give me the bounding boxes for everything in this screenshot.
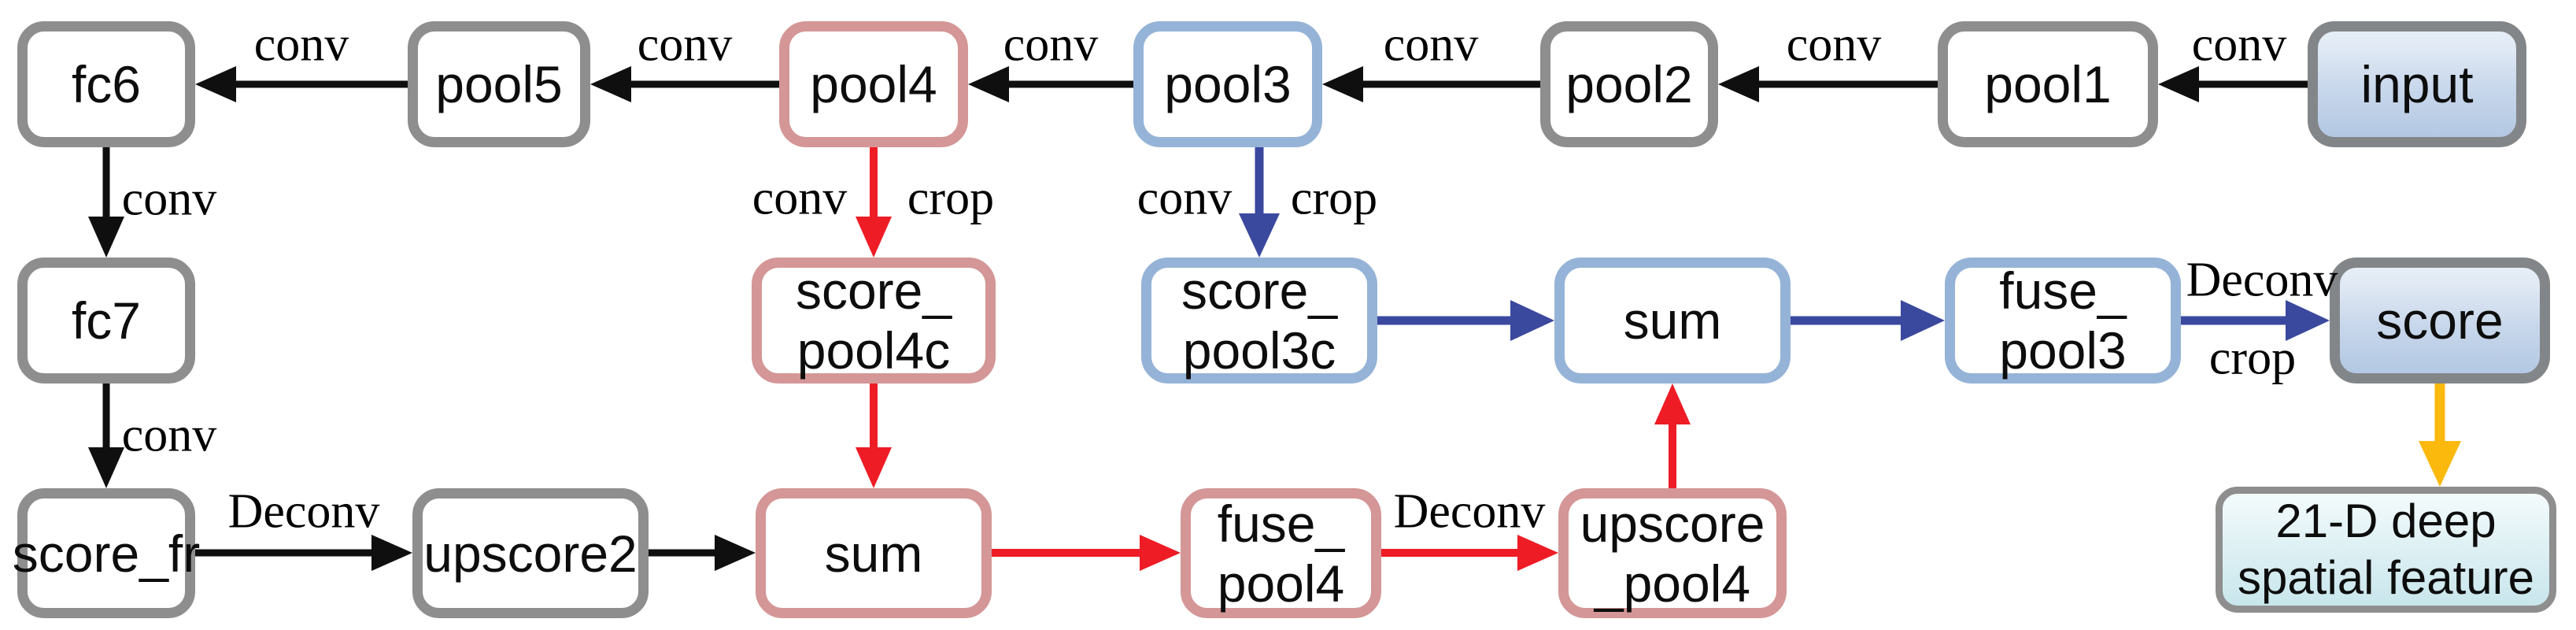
node-deep_feature: 21-D deep spatial feature — [2216, 487, 2556, 613]
node-label-fuse_pool4: fuse_ pool4 — [1217, 494, 1345, 613]
node-label-pool4: pool4 — [810, 55, 937, 113]
node-label-pool1: pool1 — [1984, 55, 2112, 113]
edge-label-14-deconv: Deconv — [2186, 253, 2338, 307]
edge-label-9-conv: conv — [752, 171, 848, 225]
edge-label-1-conv: conv — [1786, 17, 1882, 72]
node-label-deep_feature: 21-D deep spatial feature — [2238, 495, 2534, 604]
arrow-upscore-pool4-to-sum-mid — [1654, 384, 1691, 488]
node-sum_mid: sum — [1554, 258, 1791, 384]
edge-label-6-conv: conv — [121, 172, 217, 226]
arrow-sum-to-fuse-pool4 — [992, 535, 1181, 571]
arrow-score-fr-to-upscore2 — [195, 535, 412, 571]
node-label-pool3: pool3 — [1164, 55, 1292, 113]
node-score: score — [2330, 258, 2550, 384]
node-label-sum_mid: sum — [1623, 291, 1722, 350]
node-label-score_pool4c: score_ pool4c — [795, 261, 952, 380]
node-label-pool2: pool2 — [1565, 55, 1693, 113]
node-fuse_pool4: fuse_ pool4 — [1181, 488, 1381, 618]
node-pool1: pool1 — [1938, 21, 2158, 147]
node-fc6: fc6 — [17, 21, 195, 147]
node-pool2: pool2 — [1540, 21, 1718, 147]
arrow-pool4-to-score-pool4c — [856, 147, 892, 258]
node-label-fc7: fc7 — [71, 291, 142, 350]
edge-label-10-crop: crop — [907, 171, 995, 225]
edge-label-4-conv: conv — [637, 17, 733, 72]
node-label-score_pool3c: score_ pool3c — [1181, 261, 1338, 380]
node-score_pool4c: score_ pool4c — [752, 258, 996, 384]
edge-label-5-conv: conv — [253, 17, 349, 72]
arrow-fuse-pool4-to-upscore-pool4 — [1381, 535, 1558, 571]
node-upscore2: upscore2 — [412, 488, 649, 618]
edge-label-12-crop: crop — [1290, 171, 1378, 225]
node-score_pool3c: score_ pool3c — [1141, 258, 1377, 384]
node-fc7: fc7 — [17, 258, 195, 384]
node-fuse_pool3: fuse_ pool3 — [1945, 258, 2181, 384]
arrow-pool3-to-score-pool3c — [1239, 147, 1280, 258]
arrow-fc7-to-score-fr — [88, 384, 124, 488]
node-label-score: score — [2376, 291, 2504, 350]
edge-label-0-conv: conv — [2191, 17, 2287, 72]
node-label-input: input — [2360, 55, 2474, 113]
node-label-sum_bottom: sum — [824, 524, 923, 583]
node-label-fc6: fc6 — [71, 55, 142, 113]
arrow-sum-mid-to-fuse-pool3 — [1791, 300, 1945, 341]
arrow-upscore2-to-sum — [649, 535, 756, 571]
edge-label-15-crop: crop — [2208, 331, 2297, 385]
node-label-pool5: pool5 — [435, 55, 563, 113]
node-pool3: pool3 — [1133, 21, 1322, 147]
node-sum_bottom: sum — [756, 488, 992, 618]
edge-label-8-deconv: Deconv — [227, 484, 380, 539]
node-label-score_fr: score_fr — [12, 524, 201, 583]
node-input: input — [2308, 21, 2526, 147]
arrow-score-pool3c-to-sum-mid — [1377, 300, 1554, 341]
node-label-upscore_pool4: upscore _pool4 — [1580, 494, 1765, 613]
node-label-upscore2: upscore2 — [423, 524, 638, 583]
node-score_fr: score_fr — [13, 488, 200, 618]
edge-label-3-conv: conv — [1003, 17, 1099, 72]
edge-label-11-conv: conv — [1136, 171, 1233, 225]
node-upscore_pool4: upscore _pool4 — [1558, 488, 1787, 618]
edge-label-13-deconv: Deconv — [1393, 484, 1546, 539]
edge-label-2-conv: conv — [1383, 17, 1479, 72]
node-pool5: pool5 — [408, 21, 590, 147]
node-label-fuse_pool3: fuse_ pool3 — [1999, 261, 2127, 380]
arrow-score-pool4c-to-sum — [856, 384, 892, 488]
arrow-score-to-deep-feature — [2419, 384, 2461, 487]
arrow-fc6-to-fc7 — [88, 147, 124, 258]
edge-label-7-conv: conv — [121, 408, 217, 462]
node-pool4: pool4 — [779, 21, 968, 147]
